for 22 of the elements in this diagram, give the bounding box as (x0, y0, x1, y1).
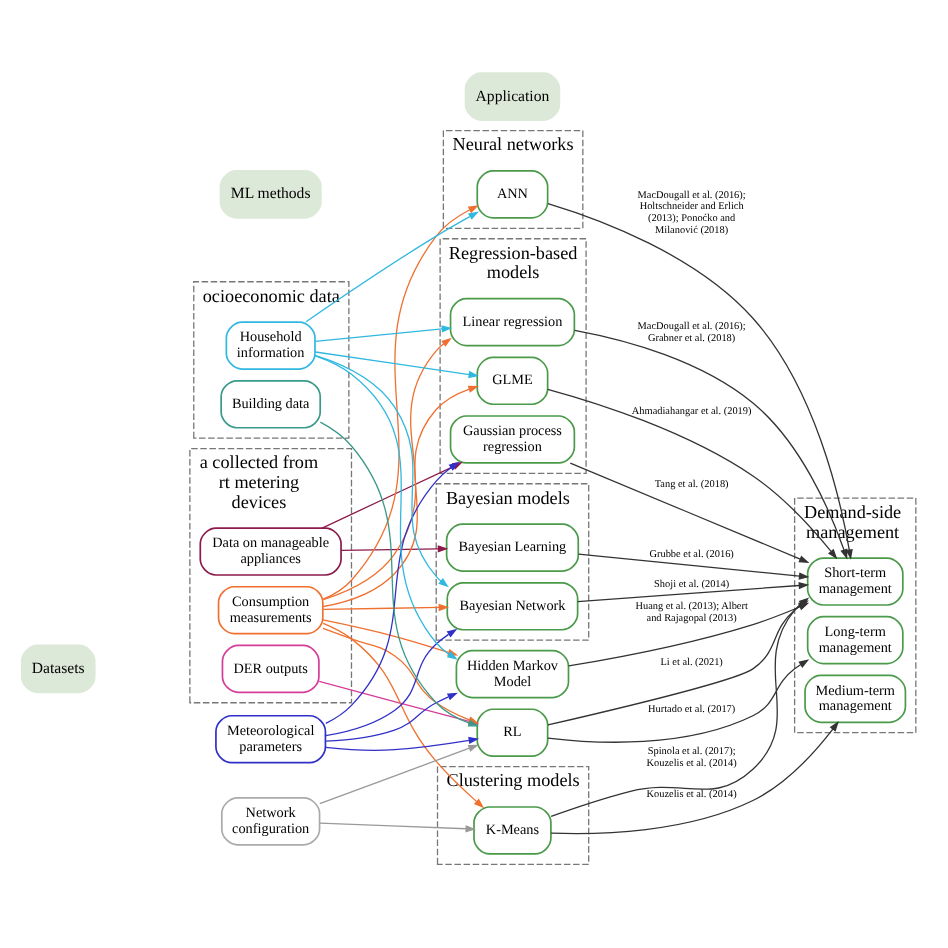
arrow (305, 211, 479, 323)
arrow (322, 205, 479, 600)
arrow (577, 581, 810, 603)
arrow (324, 736, 480, 751)
arrow (319, 822, 476, 833)
arrow (314, 354, 449, 588)
arrow (569, 462, 810, 563)
arrow (314, 351, 479, 379)
arrow (547, 388, 838, 560)
arrow (324, 692, 458, 742)
arrow (322, 603, 450, 612)
arrow (577, 553, 810, 580)
arrow (574, 329, 848, 560)
arrow (550, 721, 839, 835)
arrow (340, 545, 449, 553)
arrow (322, 622, 485, 809)
arrow (314, 325, 453, 342)
arrow (322, 385, 479, 608)
arrow (319, 744, 479, 805)
arrow (547, 659, 810, 743)
arrow (322, 337, 452, 601)
arrow (547, 202, 853, 560)
